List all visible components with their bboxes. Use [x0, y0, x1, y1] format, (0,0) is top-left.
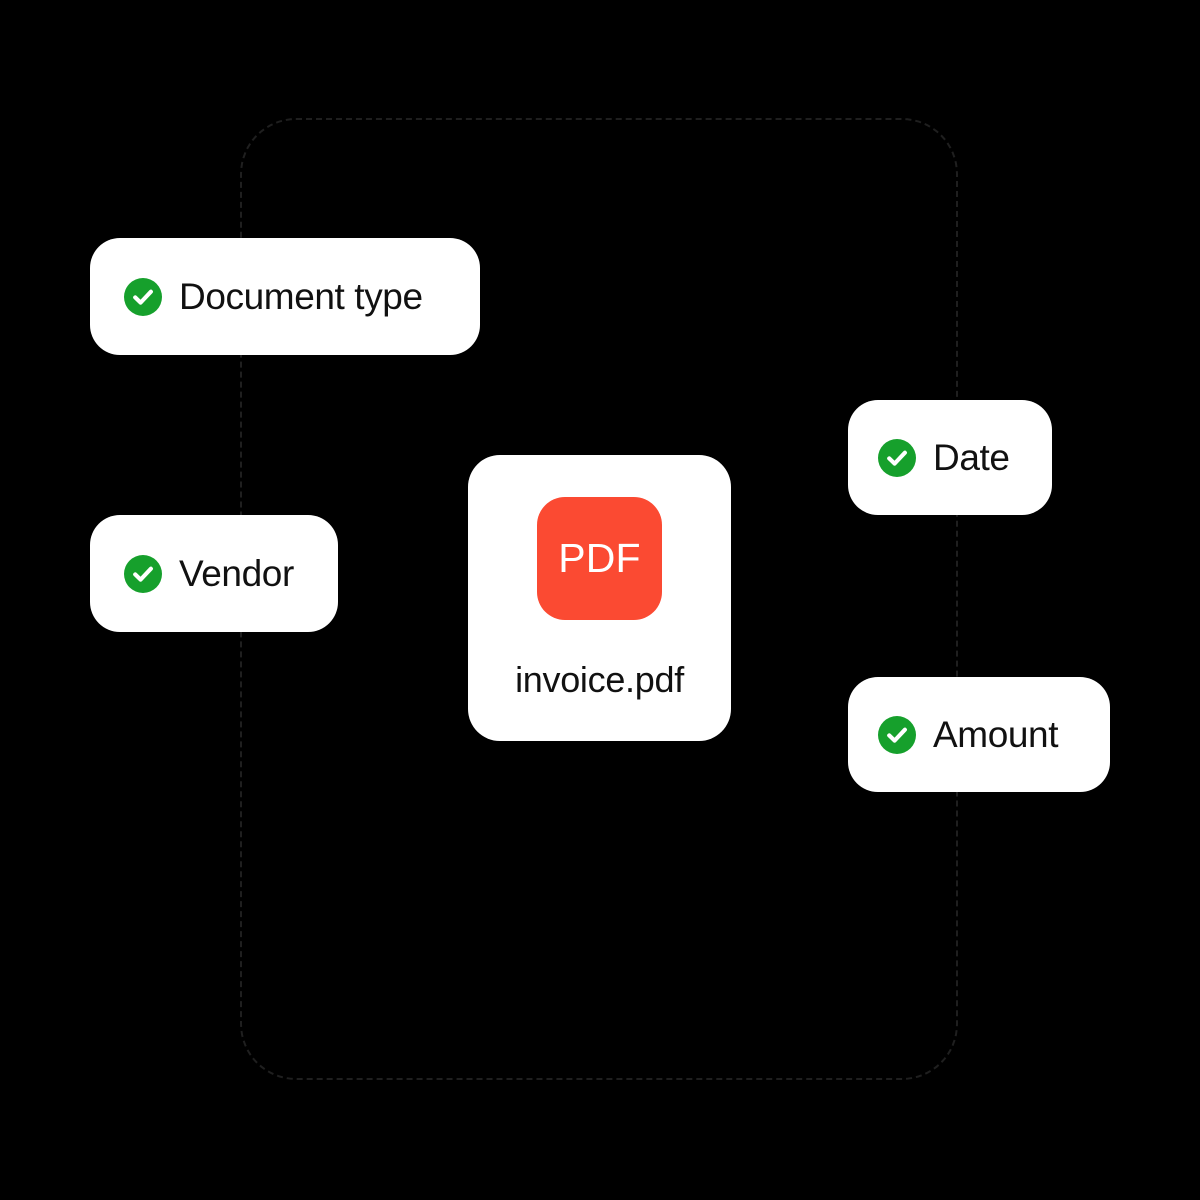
file-name-label: invoice.pdf	[515, 659, 684, 700]
field-pill-amount[interactable]: Amount	[848, 677, 1110, 792]
check-circle-icon	[878, 438, 916, 477]
pdf-file-icon: PDF	[537, 497, 662, 620]
field-pill-document-type[interactable]: Document type	[90, 238, 480, 355]
check-circle-icon	[878, 715, 916, 754]
check-circle-icon	[124, 554, 162, 593]
field-pill-label: Amount	[933, 714, 1059, 755]
field-pill-date[interactable]: Date	[848, 400, 1052, 515]
field-pill-label: Document type	[179, 276, 423, 317]
check-circle-icon	[124, 277, 162, 316]
field-pill-vendor[interactable]: Vendor	[90, 515, 338, 632]
file-card-invoice[interactable]: PDF invoice.pdf	[468, 455, 731, 741]
pdf-badge-label: PDF	[558, 535, 641, 581]
field-pill-label: Date	[933, 437, 1010, 478]
field-pill-label: Vendor	[179, 553, 294, 594]
